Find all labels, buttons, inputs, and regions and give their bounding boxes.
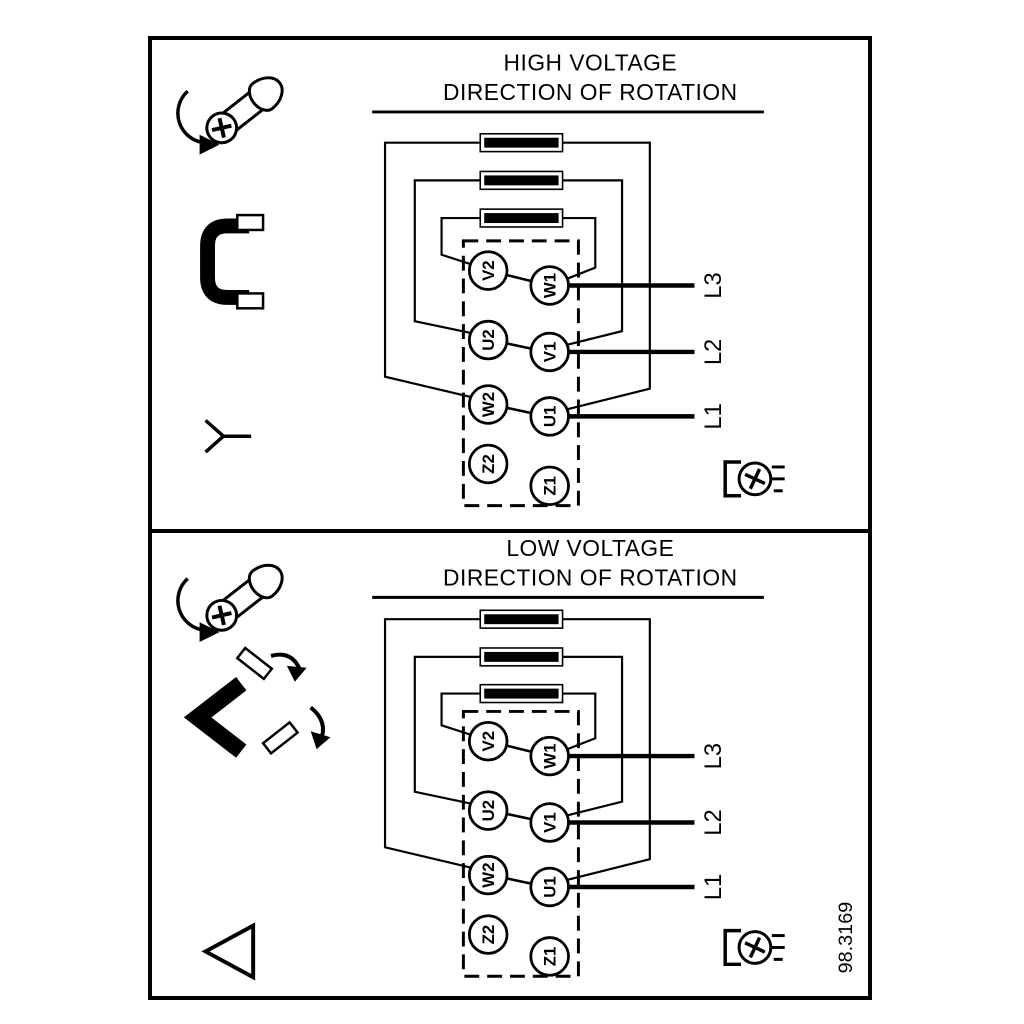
terminal-W2	[467, 854, 509, 896]
jumper-bar-1	[484, 137, 559, 148]
label-V1: V1	[541, 812, 560, 833]
supply-labels: L3 L2 L1	[700, 743, 727, 900]
label-L3: L3	[700, 272, 727, 298]
terminal-U2	[467, 319, 509, 361]
terminal-W1	[529, 265, 570, 306]
supply-lines	[568, 753, 695, 890]
label-W1: W1	[541, 273, 560, 298]
low-direction-title: DIRECTION OF ROTATION	[443, 565, 738, 591]
ground-screw-icon	[723, 928, 785, 967]
label-U2: U2	[479, 800, 498, 822]
rotation-arrowhead	[199, 134, 220, 155]
terminal-pair-links	[504, 273, 534, 415]
jumper-link-icon	[200, 213, 265, 310]
label-L1: L1	[700, 874, 727, 900]
rotation-arrow	[176, 89, 204, 145]
terminal-labels: V2 U2 W2 Z2 W1 V1 U1 Z1	[479, 260, 559, 495]
terminal-pair-links	[504, 743, 534, 886]
label-W1: W1	[541, 743, 560, 768]
terminal-Z1	[529, 465, 570, 507]
link-tab-bottom	[261, 720, 300, 756]
label-V1: V1	[541, 342, 560, 363]
label-Z2: Z2	[479, 925, 498, 945]
move-arrow-top-head	[286, 665, 307, 682]
high-voltage-diagram: HIGH VOLTAGE DIRECTION OF ROTATION	[176, 49, 785, 508]
jumper-bar-1	[484, 614, 559, 625]
label-W2: W2	[479, 862, 498, 887]
jumper-bars	[479, 132, 564, 228]
terminal-V2	[467, 720, 509, 762]
jumper-bars	[479, 609, 564, 704]
terminals	[467, 720, 570, 977]
rotation-arrowhead	[199, 622, 220, 643]
delta-connection-icon	[201, 922, 256, 981]
high-direction-title: DIRECTION OF ROTATION	[443, 79, 738, 105]
phillips-cross-icon	[211, 605, 232, 626]
phillips-cross-icon	[211, 117, 232, 138]
rotation-arrow	[176, 577, 204, 632]
terminal-V2	[467, 250, 509, 291]
screw	[205, 76, 284, 145]
figure-number: 98.3169	[835, 902, 857, 974]
panel-low-voltage: LOW VOLTAGE DIRECTION OF ROTATION	[152, 533, 868, 996]
label-U1: U1	[541, 876, 560, 898]
supply-labels: L3 L2 L1	[700, 272, 727, 429]
low-voltage-diagram: LOW VOLTAGE DIRECTION OF ROTATION	[176, 535, 857, 981]
label-L1: L1	[700, 403, 727, 429]
screw-rotation-icon	[176, 563, 284, 643]
terminal-labels: V2 U2 W2 Z2 W1 V1 U1 Z1	[479, 731, 559, 966]
label-U2: U2	[479, 329, 498, 351]
ground-screw-icon	[723, 460, 785, 498]
link-tab-top	[235, 646, 274, 681]
screw	[205, 563, 284, 632]
terminal-box	[461, 709, 580, 978]
supply-lines	[568, 283, 695, 419]
high-voltage-title: HIGH VOLTAGE	[504, 49, 678, 75]
terminal-W1	[529, 735, 570, 777]
terminal-Z2	[467, 443, 509, 485]
terminal-box	[461, 239, 580, 508]
label-U1: U1	[541, 406, 560, 428]
star-connection-icon	[204, 419, 252, 454]
label-Z2: Z2	[479, 454, 498, 474]
wire-middle	[413, 179, 624, 347]
wire-middle	[413, 655, 624, 817]
label-Z1: Z1	[541, 476, 560, 496]
link-positions-icon	[183, 646, 331, 758]
terminal-W2	[467, 384, 509, 425]
label-V2: V2	[479, 731, 498, 752]
label-L2: L2	[700, 809, 727, 835]
label-Z1: Z1	[541, 947, 560, 967]
terminal-V1	[529, 331, 570, 373]
diagram-frame: HIGH VOLTAGE DIRECTION OF ROTATION	[148, 36, 872, 1000]
low-voltage-title: LOW VOLTAGE	[506, 535, 674, 561]
panel-divider	[152, 529, 868, 533]
panel-high-voltage: HIGH VOLTAGE DIRECTION OF ROTATION	[152, 40, 868, 529]
terminal-Z1	[529, 936, 570, 977]
terminal-V1	[529, 802, 570, 843]
link-chevron	[183, 677, 247, 758]
terminals	[467, 250, 570, 507]
jumper-bar-2	[484, 175, 559, 186]
jumper-bar-3	[484, 688, 559, 699]
label-L3: L3	[700, 743, 727, 769]
jumper-bar-2	[484, 651, 559, 662]
jumper-bar-3	[484, 213, 559, 224]
label-V2: V2	[479, 260, 498, 281]
terminal-U2	[467, 790, 509, 831]
label-L2: L2	[700, 339, 727, 365]
terminal-U1	[529, 396, 570, 437]
terminal-U1	[529, 866, 570, 908]
screw-rotation-icon	[176, 76, 284, 155]
move-arrow-right-head	[310, 731, 331, 750]
label-W2: W2	[479, 392, 498, 417]
terminal-Z2	[467, 914, 509, 955]
